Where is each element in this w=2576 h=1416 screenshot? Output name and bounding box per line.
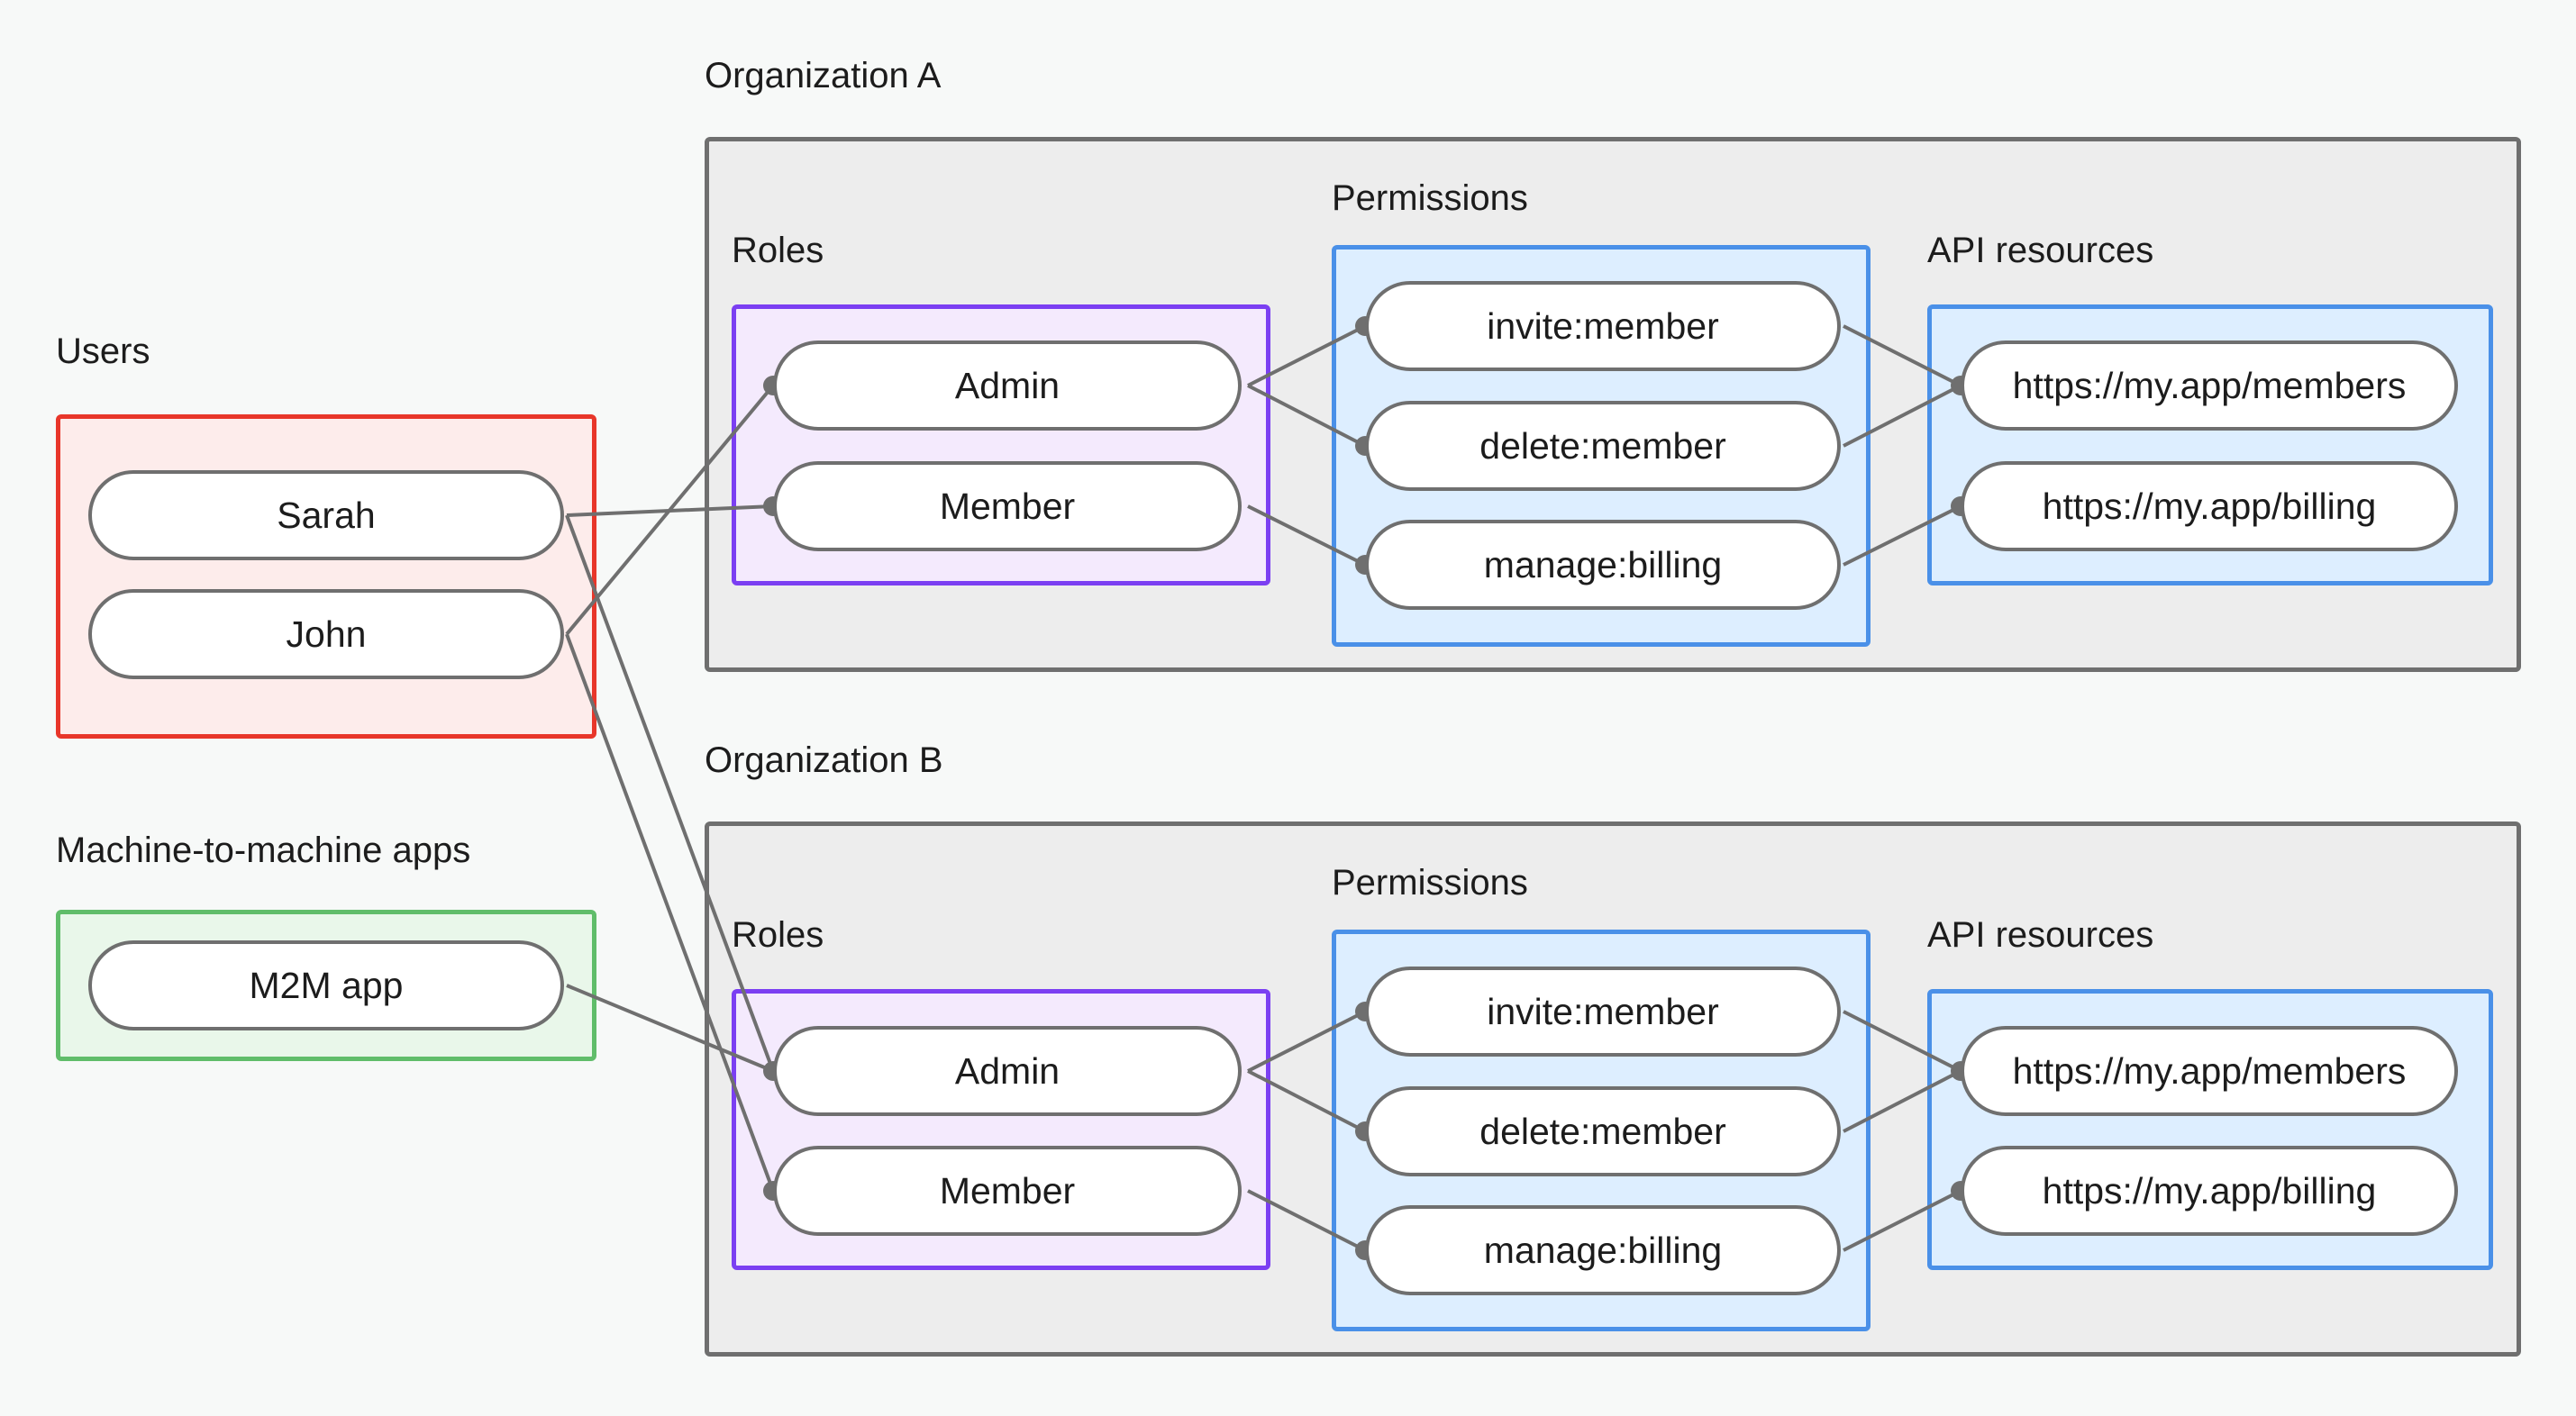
org-a-api-pill-members[interactable]: https://my.app/members bbox=[1961, 340, 2458, 431]
user-pill-john[interactable]: John bbox=[88, 589, 564, 679]
m2m-pill-app[interactable]: M2M app bbox=[88, 940, 564, 1030]
org-b-title: Organization B bbox=[705, 740, 943, 780]
user-pill-sarah[interactable]: Sarah bbox=[88, 470, 564, 560]
org-b-api-pill-members[interactable]: https://my.app/members bbox=[1961, 1026, 2458, 1116]
org-a-permission-pill-delete-member[interactable]: delete:member bbox=[1365, 401, 1841, 491]
org-b-permissions-label: Permissions bbox=[1332, 863, 1528, 903]
org-b-permission-pill-manage-billing[interactable]: manage:billing bbox=[1365, 1205, 1841, 1295]
org-a-title: Organization A bbox=[705, 56, 942, 95]
org-b-permission-pill-invite-member[interactable]: invite:member bbox=[1365, 967, 1841, 1057]
users-group-label: Users bbox=[56, 331, 150, 371]
org-a-role-pill-admin[interactable]: Admin bbox=[773, 340, 1242, 431]
org-b-api-resources-label: API resources bbox=[1927, 915, 2154, 955]
org-a-api-pill-billing[interactable]: https://my.app/billing bbox=[1961, 461, 2458, 551]
org-b-role-pill-admin[interactable]: Admin bbox=[773, 1026, 1242, 1116]
org-a-permission-pill-invite-member[interactable]: invite:member bbox=[1365, 281, 1841, 371]
org-b-roles-label: Roles bbox=[732, 915, 824, 955]
org-b-api-pill-billing[interactable]: https://my.app/billing bbox=[1961, 1146, 2458, 1236]
m2m-group-label: Machine-to-machine apps bbox=[56, 831, 471, 870]
org-a-roles-label: Roles bbox=[732, 231, 824, 270]
org-a-permission-pill-manage-billing[interactable]: manage:billing bbox=[1365, 520, 1841, 610]
org-b-permission-pill-delete-member[interactable]: delete:member bbox=[1365, 1086, 1841, 1176]
org-a-role-pill-member[interactable]: Member bbox=[773, 461, 1242, 551]
users-group bbox=[56, 414, 596, 739]
org-b-role-pill-member[interactable]: Member bbox=[773, 1146, 1242, 1236]
org-a-api-resources-label: API resources bbox=[1927, 231, 2154, 270]
org-a-permissions-label: Permissions bbox=[1332, 178, 1528, 218]
